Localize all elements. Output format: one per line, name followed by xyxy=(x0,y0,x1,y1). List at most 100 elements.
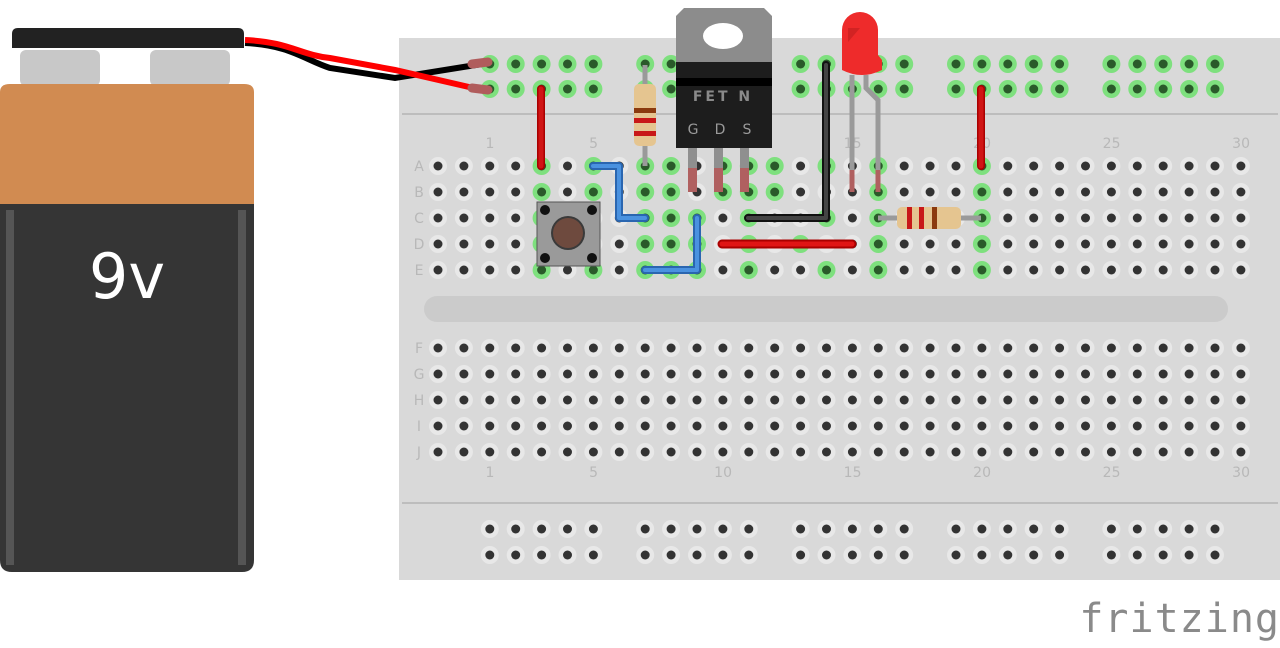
hole-F29[interactable] xyxy=(1206,339,1224,357)
hole-I20[interactable] xyxy=(972,417,991,435)
rail-hole[interactable] xyxy=(869,546,888,564)
hole-J2[interactable] xyxy=(506,443,525,461)
hole-B4[interactable] xyxy=(558,183,577,201)
rail-hole[interactable] xyxy=(895,80,914,98)
rail-hole[interactable] xyxy=(947,55,965,73)
hole-H5[interactable] xyxy=(584,391,603,409)
hole-E27[interactable] xyxy=(1154,261,1173,279)
rail-hole[interactable] xyxy=(636,546,655,564)
hole-F10[interactable] xyxy=(713,339,732,357)
hole-H16[interactable] xyxy=(869,391,888,409)
hole-I1[interactable] xyxy=(480,417,499,435)
hole-G19[interactable] xyxy=(947,365,965,383)
hole-G9[interactable] xyxy=(688,365,706,383)
hole-B28[interactable] xyxy=(1180,183,1199,201)
rail-hole[interactable] xyxy=(1206,546,1224,564)
hole-C0[interactable] xyxy=(454,209,473,227)
hole-A4[interactable] xyxy=(558,157,577,175)
hole-F17[interactable] xyxy=(895,339,914,357)
hole-C29[interactable] xyxy=(1206,209,1224,227)
hole-D7[interactable] xyxy=(636,235,655,253)
rail-hole[interactable] xyxy=(998,55,1017,73)
rail-hole[interactable] xyxy=(584,546,603,564)
hole-G21[interactable] xyxy=(998,365,1017,383)
battery-black-wire[interactable] xyxy=(244,40,483,82)
hole-J15[interactable] xyxy=(843,443,862,461)
hole-E16[interactable] xyxy=(869,261,888,279)
hole-D22[interactable] xyxy=(1024,235,1043,253)
hole-A25[interactable] xyxy=(1102,157,1121,175)
hole-D27[interactable] xyxy=(1154,235,1173,253)
rail-hole[interactable] xyxy=(480,546,499,564)
hole-C30[interactable] xyxy=(1231,209,1250,227)
rail-hole[interactable] xyxy=(1154,55,1173,73)
hole-E6[interactable] xyxy=(610,261,629,279)
hole-C15[interactable] xyxy=(843,209,862,227)
hole-I26[interactable] xyxy=(1128,417,1147,435)
hole-B-1[interactable] xyxy=(429,183,447,201)
hole-C-1[interactable] xyxy=(429,209,447,227)
hole-H21[interactable] xyxy=(998,391,1017,409)
hole-J6[interactable] xyxy=(610,443,629,461)
hole-B12[interactable] xyxy=(765,183,784,201)
rail-hole[interactable] xyxy=(972,520,991,538)
rail-hole[interactable] xyxy=(947,546,965,564)
hole-B27[interactable] xyxy=(1154,183,1173,201)
rail-hole[interactable] xyxy=(688,520,706,538)
hole-H9[interactable] xyxy=(688,391,706,409)
hole-E17[interactable] xyxy=(895,261,914,279)
hole-H2[interactable] xyxy=(506,391,525,409)
hole-I19[interactable] xyxy=(947,417,965,435)
hole-B5[interactable] xyxy=(584,183,603,201)
rail-hole[interactable] xyxy=(1102,55,1121,73)
hole-F5[interactable] xyxy=(584,339,603,357)
hole-F6[interactable] xyxy=(610,339,629,357)
hole-H27[interactable] xyxy=(1154,391,1173,409)
hole-B1[interactable] xyxy=(480,183,499,201)
hole-B20[interactable] xyxy=(972,183,991,201)
hole-F20[interactable] xyxy=(972,339,991,357)
rail-hole[interactable] xyxy=(1180,520,1199,538)
hole-A13[interactable] xyxy=(791,157,810,175)
rail-hole[interactable] xyxy=(1128,520,1147,538)
hole-G23[interactable] xyxy=(1050,365,1069,383)
hole-B22[interactable] xyxy=(1024,183,1043,201)
hole-J14[interactable] xyxy=(817,443,836,461)
rail-hole[interactable] xyxy=(584,520,603,538)
rail-hole[interactable] xyxy=(1154,80,1173,98)
hole-H3[interactable] xyxy=(532,391,551,409)
rail-hole[interactable] xyxy=(1102,520,1121,538)
hole-G7[interactable] xyxy=(636,365,655,383)
hole-E13[interactable] xyxy=(791,261,810,279)
hole-J20[interactable] xyxy=(972,443,991,461)
hole-H14[interactable] xyxy=(817,391,836,409)
hole-I12[interactable] xyxy=(765,417,784,435)
rail-hole[interactable] xyxy=(791,80,810,98)
hole-E23[interactable] xyxy=(1050,261,1069,279)
hole-E26[interactable] xyxy=(1128,261,1147,279)
hole-J25[interactable] xyxy=(1102,443,1121,461)
hole-H6[interactable] xyxy=(610,391,629,409)
hole-B8[interactable] xyxy=(662,183,681,201)
hole-G6[interactable] xyxy=(610,365,629,383)
hole-D18[interactable] xyxy=(921,235,940,253)
rail-hole[interactable] xyxy=(688,546,706,564)
hole-I15[interactable] xyxy=(843,417,862,435)
rail-hole[interactable] xyxy=(662,55,681,73)
hole-I6[interactable] xyxy=(610,417,629,435)
hole-E12[interactable] xyxy=(765,261,784,279)
rail-hole[interactable] xyxy=(1102,80,1121,98)
rail-hole[interactable] xyxy=(584,80,603,98)
hole-I13[interactable] xyxy=(791,417,810,435)
rail-hole[interactable] xyxy=(895,520,914,538)
hole-I-1[interactable] xyxy=(429,417,447,435)
hole-C10[interactable] xyxy=(713,209,732,227)
rail-hole[interactable] xyxy=(1024,546,1043,564)
hole-F7[interactable] xyxy=(636,339,655,357)
hole-E2[interactable] xyxy=(506,261,525,279)
rail-hole[interactable] xyxy=(1050,546,1069,564)
rail-hole[interactable] xyxy=(1206,55,1224,73)
hole-I7[interactable] xyxy=(636,417,655,435)
rail-hole[interactable] xyxy=(843,520,862,538)
hole-J-1[interactable] xyxy=(429,443,447,461)
